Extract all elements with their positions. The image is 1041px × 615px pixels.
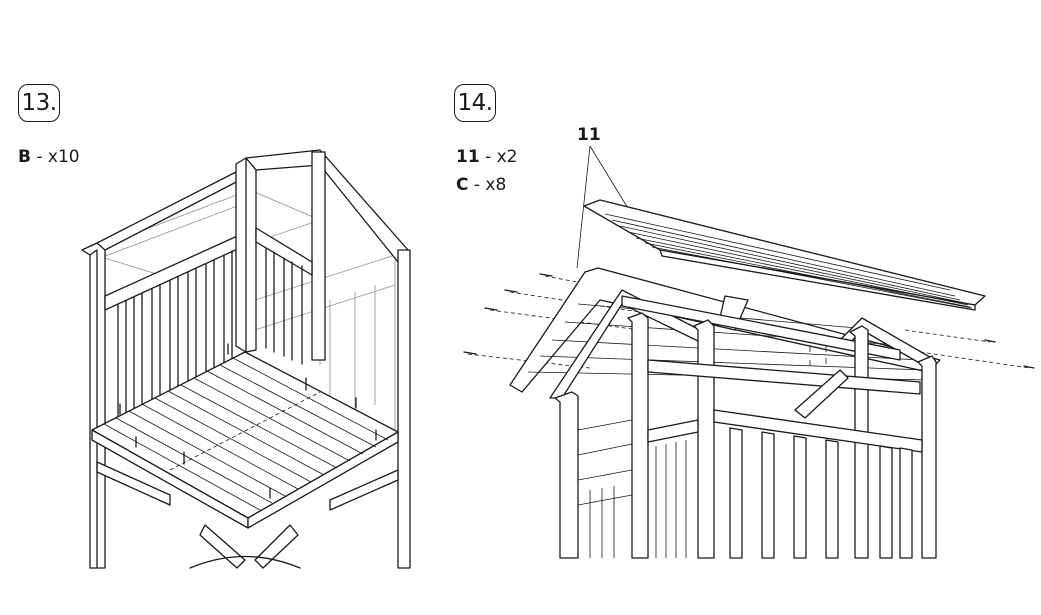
left-post [81, 242, 106, 569]
part-code: C [456, 175, 469, 195]
ridge-beam [621, 295, 901, 361]
deck-boards [103, 357, 389, 511]
front-balusters [729, 427, 913, 559]
part-code: B [18, 147, 31, 167]
part-code: 11 [456, 147, 480, 167]
part-line: C - x8 [456, 171, 518, 199]
part-qty: - x2 [485, 147, 518, 167]
wall-beam-upper [647, 359, 921, 395]
back-rail-top [96, 171, 245, 251]
roof-panel-upper [583, 199, 986, 306]
front-post-left [554, 391, 579, 559]
right-balusters [265, 247, 303, 365]
wall-beam-lower [713, 409, 923, 453]
part-callout-label: 11 [577, 125, 601, 145]
diagonal-brace [794, 369, 849, 419]
under-brace [96, 461, 171, 506]
part-qty: - x10 [36, 147, 80, 167]
step-13-parts-list: B - x10 [18, 143, 80, 171]
screw-markers [119, 343, 377, 499]
step-13-number: 13. [18, 84, 60, 122]
part-line: 11 - x2 [456, 143, 518, 171]
side-wall-planks [577, 419, 633, 558]
inner-balusters [655, 440, 687, 558]
part-line: B - x10 [18, 143, 80, 171]
part-qty: - x8 [473, 175, 507, 195]
step-13-illustration [81, 149, 411, 569]
step-14-number: 14. [454, 84, 496, 122]
step-14-illustration [463, 145, 1035, 559]
front-post-mid [627, 312, 649, 559]
roof-panel-slats [604, 213, 973, 309]
back-left-balusters [117, 250, 233, 421]
step-14-parts-list: 11 - x2 C - x8 [456, 143, 518, 199]
front-post-right [693, 319, 715, 559]
